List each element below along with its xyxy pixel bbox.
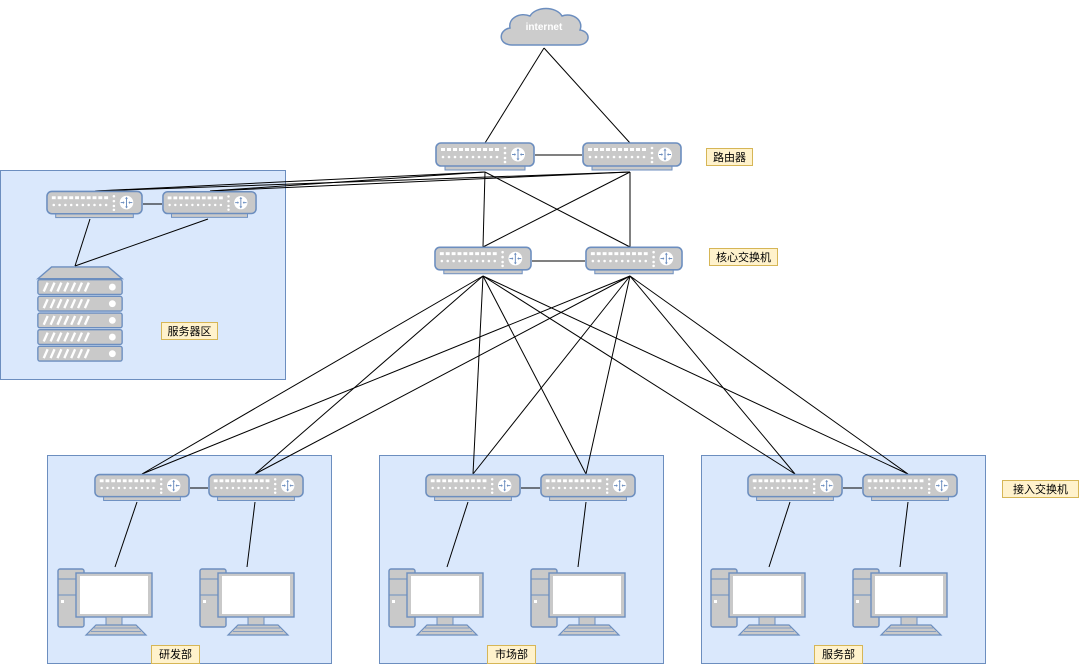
access-switch-service-1[interactable] [747,473,843,502]
svg-text:路由器: 路由器 [713,150,746,164]
link-router2-core1 [482,171,631,248]
svg-text:服务器区: 服务器区 [168,325,212,338]
link-srvswitch2-server [74,218,209,267]
label-core-switch: 核心交换机 [709,248,778,266]
link-router2-srvswitch2 [209,171,631,192]
link-router1-srvswitch1 [94,171,486,192]
server-zone-switch-1[interactable] [46,190,143,219]
link-srvswitch1-server [74,218,91,267]
internet-label: internet [526,22,563,33]
label-server-zone: 服务器区 [161,322,218,340]
access-switch-market-2[interactable] [540,473,636,502]
internet-cloud[interactable]: internet [500,7,589,46]
core-switch-1[interactable] [434,246,532,275]
access-switch-service-2[interactable] [862,473,958,502]
core-access-links [141,275,909,475]
access-switch-rd-1[interactable] [94,473,190,502]
svg-text:研发部: 研发部 [159,647,192,661]
svg-text:接入交换机: 接入交换机 [1013,482,1068,496]
server-rack-icon[interactable] [36,265,124,363]
server-zone-switch-2[interactable] [162,190,257,219]
link-router1-core1 [482,171,486,248]
link-internet-router1 [484,47,545,144]
access-switch-market-1[interactable] [425,473,521,502]
links [74,47,909,568]
label-dept-rd: 研发部 [151,645,200,664]
label-dept-market: 市场部 [487,645,536,664]
link-router1-srvswitch2 [209,171,486,192]
link-router2-srvswitch1 [94,171,631,192]
core-switch-2[interactable] [585,246,683,275]
svg-text:服务部: 服务部 [822,647,855,661]
label-dept-service: 服务部 [814,645,863,664]
cloud-icon [500,7,589,46]
svg-text:核心交换机: 核心交换机 [716,250,771,264]
svg-text:市场部: 市场部 [495,647,528,661]
router-1[interactable] [435,142,535,171]
link-internet-router2 [543,47,631,144]
router-2[interactable] [582,142,682,171]
label-router: 路由器 [706,148,753,166]
access-switch-rd-2[interactable] [208,473,304,502]
label-access-switch: 接入交换机 [1002,480,1079,498]
